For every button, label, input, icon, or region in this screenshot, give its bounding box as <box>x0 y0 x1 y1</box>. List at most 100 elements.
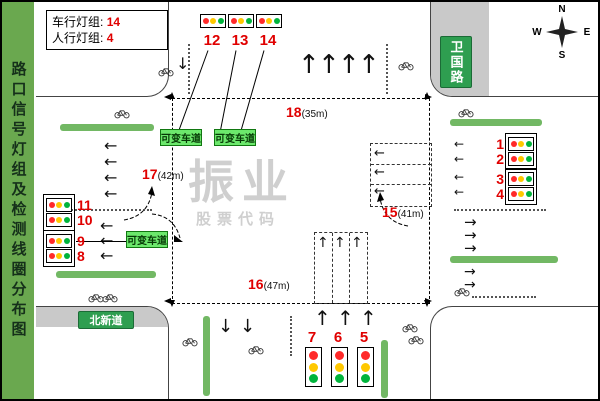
corner-sidewalk-se <box>430 306 598 399</box>
bicycle-icon <box>248 342 264 360</box>
light-green-lens <box>309 374 318 384</box>
vehicle-group-count: 14 <box>106 15 121 29</box>
light-yellow-lens <box>238 18 244 24</box>
light-yellow-lens <box>335 362 344 372</box>
lane-arrow-icon: ← <box>454 185 465 199</box>
signal-number-12: 12 <box>203 32 221 49</box>
light-green-lens <box>335 374 344 384</box>
compass-e: E <box>583 27 591 38</box>
light-red-lens <box>361 350 370 360</box>
dimension-arrowhead <box>164 298 171 304</box>
measurement-15: 15(41m) <box>382 204 424 220</box>
lane-divider <box>371 164 431 165</box>
lane-arrow-icon: ↑ <box>298 50 320 80</box>
signal-number-1: 1 <box>496 136 504 152</box>
lane-arrow-icon: → <box>464 226 477 244</box>
light-yellow-lens <box>518 191 524 197</box>
lane-arrow-icon: ← <box>454 137 465 151</box>
traffic-light-4 <box>508 187 534 201</box>
lane-arrow-icon: ← <box>374 184 385 199</box>
light-green-lens <box>361 374 370 384</box>
signal-number-8: 8 <box>77 248 85 264</box>
light-green-lens <box>63 253 70 259</box>
lane-arrow-icon: ↑ <box>360 306 377 330</box>
light-green-lens <box>63 238 70 244</box>
bicycle-icon <box>398 58 414 76</box>
light-red-lens <box>48 253 55 259</box>
crosswalk-dots <box>454 209 546 211</box>
light-red-lens <box>309 350 318 360</box>
watermark-text: 振业 <box>188 156 296 208</box>
lane-arrow-icon: ← <box>100 216 114 235</box>
curved-turn-arrow-icon <box>151 213 183 242</box>
bicycle-icon <box>454 284 470 302</box>
light-yellow-lens <box>361 362 370 372</box>
light-yellow-lens <box>266 18 272 24</box>
bicycle-icon <box>182 334 198 352</box>
traffic-light-12 <box>200 14 226 28</box>
light-yellow-lens <box>518 176 524 182</box>
compass-n: N <box>558 4 566 15</box>
median-strip <box>56 271 156 278</box>
curved-turn-arrow-icon <box>123 186 155 221</box>
lane-marking-box-east <box>370 143 432 207</box>
lane-arrow-icon: ← <box>374 146 385 161</box>
pointer-line <box>76 241 126 242</box>
signal-number-7: 7 <box>307 329 317 346</box>
crosswalk-dots <box>60 209 152 211</box>
light-green-lens <box>525 141 532 147</box>
traffic-light-9 <box>46 234 72 248</box>
dimension-arrowhead <box>169 92 175 99</box>
signal-number-9: 9 <box>77 233 85 249</box>
signal-group-frame <box>43 230 75 267</box>
light-yellow-lens <box>56 217 62 223</box>
median-strip <box>450 119 542 126</box>
lane-divider <box>349 233 350 303</box>
lane-arrow-icon: ← <box>100 231 114 250</box>
measurement-17: 17(42m) <box>142 166 184 182</box>
traffic-light-7 <box>305 347 322 387</box>
signal-number-5: 5 <box>359 329 369 346</box>
light-green-lens <box>273 18 280 24</box>
traffic-light-13 <box>228 14 254 28</box>
vehicle-group-label: 车行灯组: <box>52 15 104 29</box>
variable-lane-label: 可变车道 <box>160 129 202 146</box>
pedestrian-group-count: 4 <box>106 31 114 45</box>
lane-arrow-icon: ← <box>100 246 114 265</box>
lane-arrow-icon: → <box>464 277 476 293</box>
light-green-lens <box>63 202 70 208</box>
dimension-arrowhead <box>164 94 171 100</box>
dimension-arrowhead <box>424 300 430 307</box>
traffic-light-6 <box>331 347 348 387</box>
traffic-light-3 <box>508 172 534 186</box>
measurement-16: 16(47m) <box>248 276 290 292</box>
median-strip <box>203 316 210 396</box>
lane-arrow-icon: ↑ <box>337 306 354 330</box>
lane-arrow-icon: ↑ <box>318 50 340 80</box>
light-green-lens <box>525 191 532 197</box>
signal-number-3: 3 <box>496 171 504 187</box>
signal-number-11: 11 <box>77 197 92 213</box>
curved-turn-arrow-icon <box>377 192 409 227</box>
lane-arrow-icon: ← <box>104 168 118 187</box>
lane-marking-box-south <box>314 232 368 304</box>
light-red-lens <box>48 202 55 208</box>
signal-number-2: 2 <box>496 151 504 167</box>
light-green-lens <box>63 217 70 223</box>
traffic-light-14 <box>256 14 282 28</box>
signal-number-10: 10 <box>77 212 93 228</box>
variable-lane-label: 可变车道 <box>126 231 168 248</box>
light-yellow-lens <box>518 141 524 147</box>
lane-arrow-icon: → <box>464 213 477 231</box>
light-green-lens <box>245 18 252 24</box>
variable-lane-label: 可变车道 <box>214 129 256 146</box>
lane-arrow-icon: ← <box>454 170 465 184</box>
traffic-light-2 <box>508 152 534 166</box>
lane-arrow-icon: → <box>464 264 476 280</box>
lane-arrow-icon: ↑ <box>314 306 331 330</box>
signal-number-4: 4 <box>496 186 504 202</box>
median-strip <box>60 124 154 131</box>
lane-divider <box>371 184 431 185</box>
traffic-light-10 <box>46 213 72 227</box>
